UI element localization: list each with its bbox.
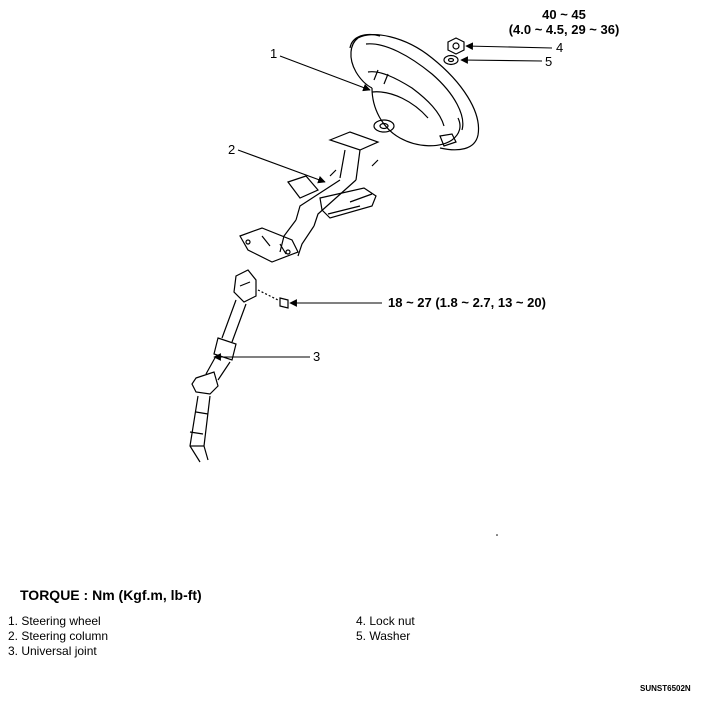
torque-spec-top-line2: (4.0 ~ 4.5, 29 ~ 36)	[508, 22, 620, 37]
leader-4	[465, 42, 553, 51]
steering-column-drawing	[239, 131, 380, 263]
figure-code: SUNST6502N	[640, 684, 691, 693]
callout-4: 4	[556, 40, 564, 55]
torque-title: TORQUE : Nm (Kgf.m, lb-ft)	[20, 587, 202, 603]
legend-right: 4. Lock nut 5. Washer	[356, 614, 415, 644]
legend-item-2: 2. Steering column	[8, 629, 109, 643]
leader-lines	[213, 42, 553, 361]
torque-spec-top: 40 ~ 45 (4.0 ~ 4.5, 29 ~ 36)	[500, 7, 628, 37]
legend-item-4: 4. Lock nut	[356, 614, 415, 628]
torque-spec-bolt: 18 ~ 27 (1.8 ~ 2.7, 13 ~ 20)	[388, 295, 546, 310]
callout-2: 2	[228, 142, 236, 157]
washer-drawing	[443, 54, 459, 66]
callout-1: 1	[270, 46, 278, 61]
callout-3: 3	[313, 349, 321, 364]
callout-5: 5	[545, 54, 553, 69]
leader-2	[237, 149, 326, 184]
universal-joint-drawing	[189, 269, 257, 463]
legend-left: 1. Steering wheel 2. Steering column 3. …	[8, 614, 108, 659]
steering-wheel-drawing	[349, 33, 480, 151]
bolt-drawing	[257, 289, 289, 309]
leader-1	[279, 55, 371, 92]
torque-spec-top-line1: 40 ~ 45	[542, 7, 586, 22]
stray-dot	[496, 534, 498, 536]
leader-5	[460, 56, 543, 64]
legend-item-1: 1. Steering wheel	[8, 614, 101, 628]
legend-item-3: 3. Universal joint	[8, 644, 97, 658]
lock-nut-drawing	[447, 37, 465, 55]
legend-item-5: 5. Washer	[356, 629, 411, 643]
